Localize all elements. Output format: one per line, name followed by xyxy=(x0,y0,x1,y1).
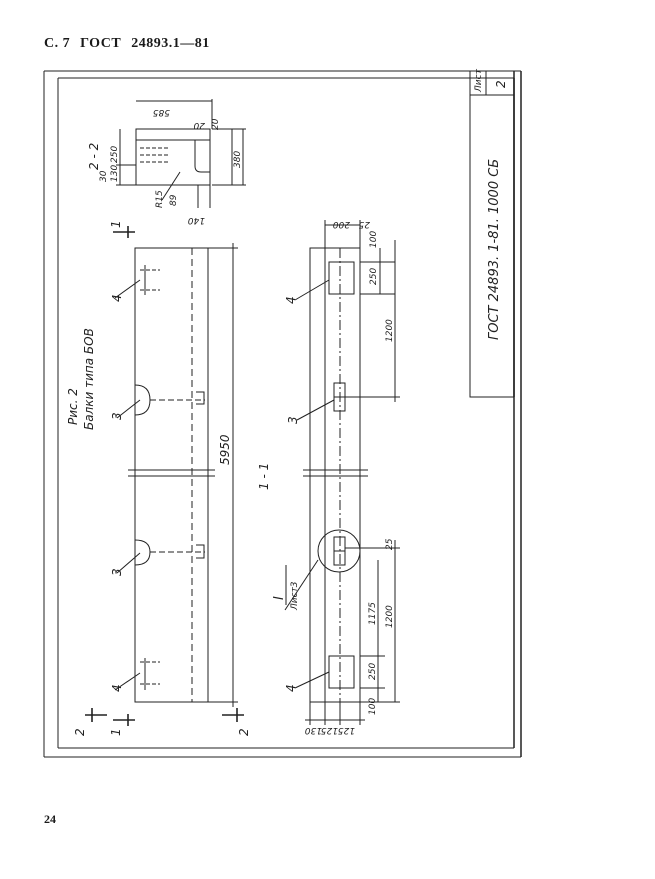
dim-380: 380 xyxy=(233,151,243,168)
figure-subtitle: Балки типа БОВ xyxy=(82,328,96,430)
embedded-plate-bottom xyxy=(328,655,355,689)
plan-callout-3: 3 xyxy=(286,416,300,424)
dim-125a: 125 xyxy=(321,725,338,735)
dim-1175: 1175 xyxy=(368,602,378,625)
dim-100-bottom: 100 xyxy=(368,698,378,715)
page-number: 24 xyxy=(44,812,56,826)
section-marker-2-right: 2 xyxy=(237,728,251,736)
section-2-2 xyxy=(116,99,246,208)
callout-3-bottom: 3 xyxy=(110,568,124,576)
standard-number: 24893.1—81 xyxy=(131,36,210,51)
callout-3-top: 3 xyxy=(110,412,124,420)
dim-140: 140 xyxy=(188,215,205,225)
callout-4-top: 4 xyxy=(110,294,124,302)
plan-callout-4-bottom: 4 xyxy=(284,684,298,692)
plan-1-1 xyxy=(284,220,400,725)
section-marker-2-left: 2 xyxy=(73,728,87,736)
dim-89: 89 xyxy=(169,194,179,206)
dim-585: 585 xyxy=(153,107,170,117)
standard-label: ГОСТ xyxy=(80,36,122,51)
dim-250-top: 250 xyxy=(369,268,379,285)
dim-200: 200 xyxy=(333,219,350,229)
doc-code: ГОСТ 24893. 1-81. 1000 СБ xyxy=(487,159,502,340)
section-2-2-label: 2 - 2 xyxy=(87,143,101,170)
callout-4-bottom: 4 xyxy=(110,684,124,692)
dim-r15: R15 xyxy=(155,190,165,208)
dim-25-mid: 25 xyxy=(385,538,395,550)
dim-30: 30 xyxy=(99,170,109,182)
dim-130: 130 xyxy=(305,725,322,735)
sheet-number: 2 xyxy=(494,80,508,88)
embedded-plate-top xyxy=(328,261,355,295)
dim-1200-top: 1200 xyxy=(385,319,395,342)
dim-1200-bottom: 1200 xyxy=(385,605,395,628)
dim-100-top: 100 xyxy=(369,231,379,248)
detail-circle-I xyxy=(317,529,361,573)
figure-caption: Рис. 2 xyxy=(66,388,80,425)
plan-1-1-label: 1 - 1 xyxy=(257,463,271,490)
section-marker-1-top: 1 xyxy=(109,220,123,228)
dim-250-bottom: 250 xyxy=(368,663,378,680)
dim-125b: 125 xyxy=(338,725,355,735)
dim-25-top: 25 xyxy=(358,219,370,229)
detail-label: I xyxy=(272,596,287,600)
elevation-view xyxy=(85,226,244,726)
page-header: С. 7 ГОСТ 24893.1—81 xyxy=(44,36,216,52)
sheet-label: Лист xyxy=(474,68,484,93)
page-indicator: С. 7 xyxy=(44,36,71,51)
dim-250: 250 xyxy=(110,146,120,163)
section-marker-1-bottom: 1 xyxy=(109,728,123,736)
plan-callout-4-top: 4 xyxy=(284,296,298,304)
dim-20a: 20 xyxy=(193,120,205,130)
elevation-length-dim: 5950 xyxy=(218,434,232,465)
dim-20b: 20 xyxy=(211,118,221,130)
dim-130: 130 xyxy=(110,165,120,182)
detail-sheet-ref: Лист3 xyxy=(290,581,300,611)
